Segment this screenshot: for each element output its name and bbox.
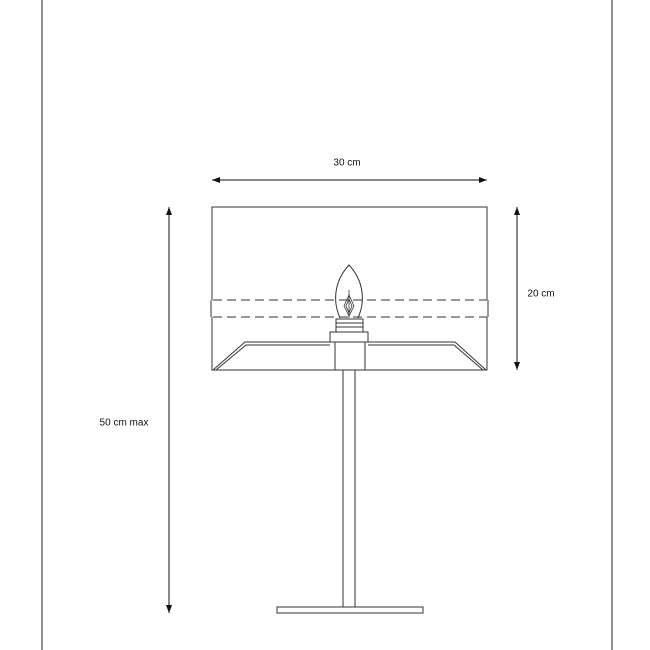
socket <box>329 318 369 371</box>
bulb <box>335 264 363 319</box>
lamp-shade <box>211 206 488 371</box>
shade-bottom-diffuser <box>212 341 487 371</box>
shade-height-label: 20 cm <box>527 288 555 300</box>
shade-ring-dashed <box>210 299 489 318</box>
total-height-label: 50 cm max <box>99 417 149 429</box>
width-label: 30 cm <box>333 157 361 169</box>
lamp-stem <box>342 369 356 608</box>
lamp-base <box>276 606 424 614</box>
